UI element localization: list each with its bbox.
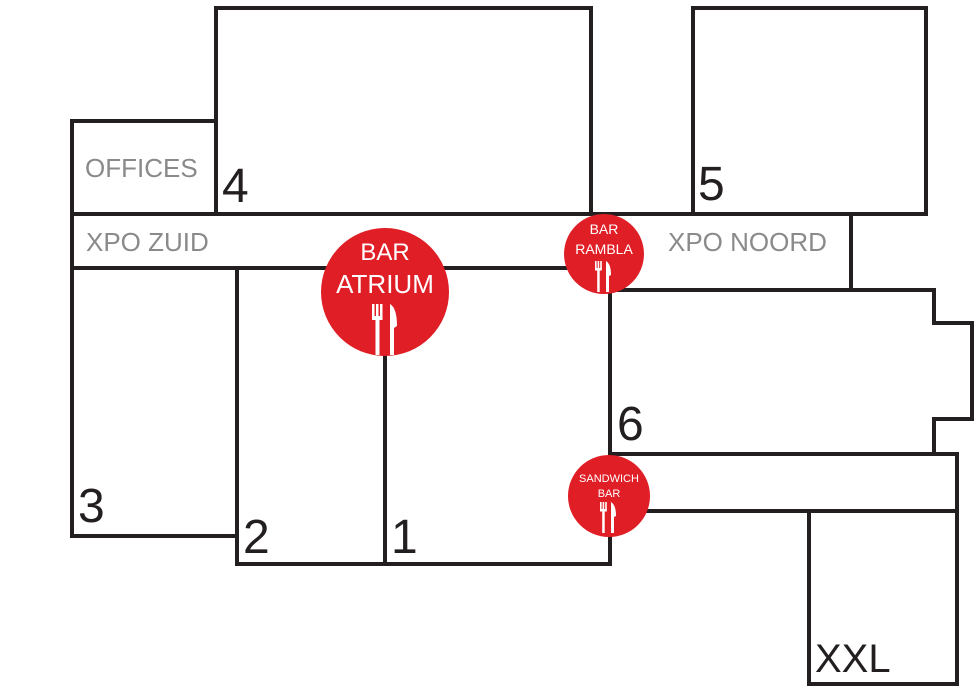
bar-rambla-label-line2: RAMBLA: [575, 241, 633, 257]
sandwich-bar-label-line2: BAR: [598, 488, 621, 500]
hall-3-outline: [70, 266, 239, 538]
hall-5-outline: [691, 6, 928, 216]
hall-6-label: 6: [617, 398, 644, 451]
sandwich-bar-circle: [568, 455, 650, 537]
offices-label: OFFICES: [85, 153, 198, 183]
hall-5-label: 5: [698, 158, 725, 211]
bar-rambla-circle: [564, 214, 644, 294]
hall-4-outline: [214, 6, 593, 216]
bar-atrium-marker[interactable]: BAR ATRIUM: [321, 228, 449, 356]
hall-2-outline: [235, 266, 387, 566]
sandwich-bar-label-line1: SANDWICH: [579, 473, 639, 485]
fork-knife-icon: [595, 261, 611, 292]
hall-6-outline: [608, 288, 974, 456]
offices-outline: [70, 119, 218, 216]
fork-knife-icon: [372, 304, 397, 355]
xpo-noord-label: XPO NOORD: [668, 227, 827, 257]
hall-xxl-outline: [807, 509, 959, 686]
sandwich-bar-marker[interactable]: SANDWICH BAR: [568, 455, 650, 537]
hall-2-label: 2: [243, 511, 270, 564]
xxl-corridor-outline: [608, 452, 959, 513]
bar-atrium-label-line2: ATRIUM: [336, 269, 434, 299]
hall-3-label: 3: [78, 480, 105, 533]
bar-rambla-marker[interactable]: BAR RAMBLA: [564, 214, 644, 294]
hall-4-label: 4: [222, 160, 249, 213]
hall-xxl-label: XXL: [815, 637, 891, 681]
hall-1-outline: [383, 350, 612, 566]
hall-1-label: 1: [391, 511, 418, 564]
bar-atrium-circle: [321, 228, 449, 356]
bar-rambla-label-line1: BAR: [590, 221, 619, 237]
bar-atrium-label-line1: BAR: [360, 239, 409, 266]
fork-knife-icon: [600, 502, 616, 533]
xpo-zuid-label: XPO ZUID: [86, 227, 209, 257]
